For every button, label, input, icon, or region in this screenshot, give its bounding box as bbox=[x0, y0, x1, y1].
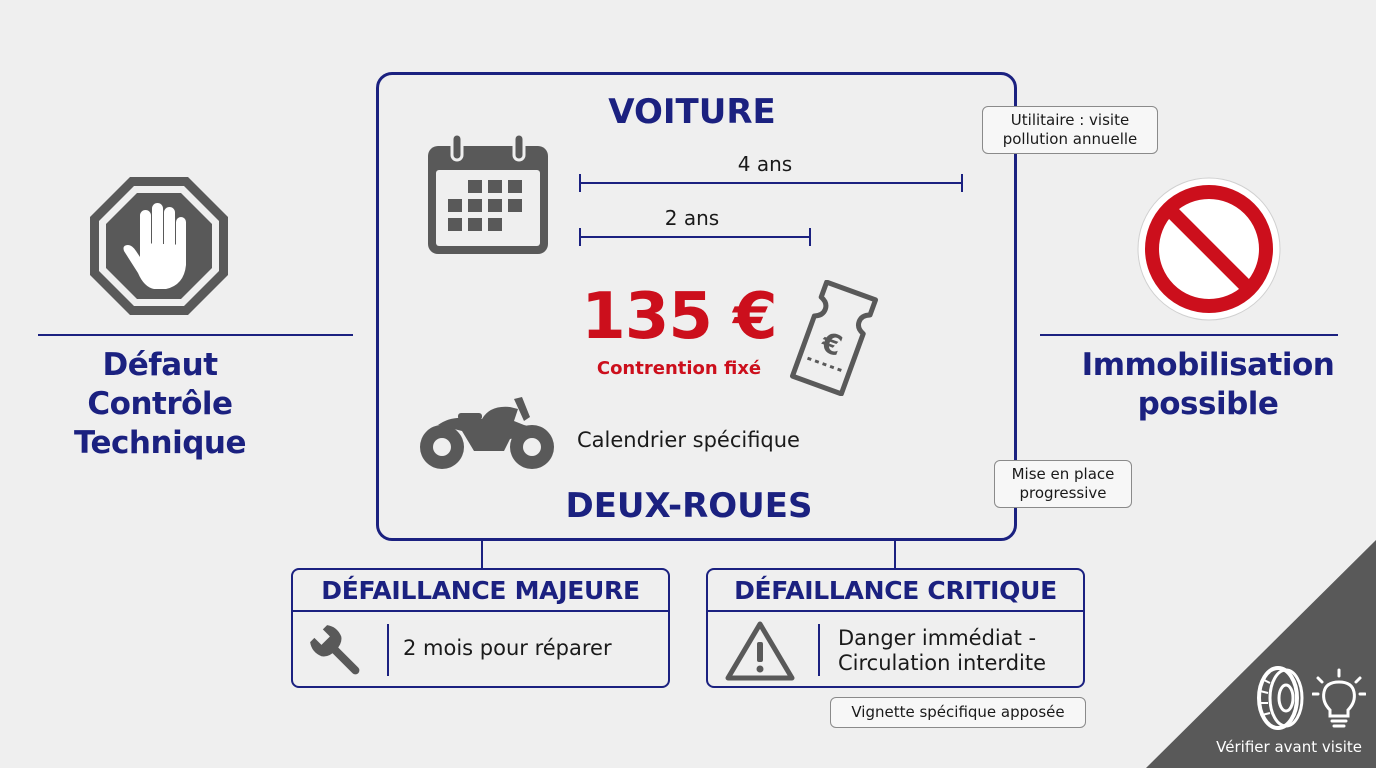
critique-box: DÉFAILLANCE CRITIQUE Danger immédiat - C… bbox=[706, 568, 1085, 688]
majeure-title: DÉFAILLANCE MAJEURE bbox=[293, 570, 668, 612]
left-title-line-2: Contrôle bbox=[87, 386, 233, 422]
note-utilitaire-line-1: Utilitaire : visite bbox=[1010, 111, 1130, 129]
majeure-text: 2 mois pour réparer bbox=[403, 636, 612, 660]
fine-label: Contrention fixé bbox=[596, 358, 762, 379]
note-mise-en-place-line-2: progressive bbox=[1019, 484, 1107, 502]
tire-icon bbox=[1257, 666, 1304, 730]
stop-hand-icon bbox=[90, 177, 228, 315]
right-title-line-1: Immobilisation bbox=[1081, 347, 1335, 383]
note-vignette: Vignette spécifique apposée bbox=[830, 697, 1086, 728]
voiture-title: VOITURE bbox=[608, 92, 776, 132]
note-mise-en-place: Mise en place progressive bbox=[994, 460, 1132, 508]
motorcycle-icon bbox=[420, 397, 554, 469]
fine-amount: 135 € bbox=[581, 280, 777, 354]
note-utilitaire: Utilitaire : visite pollution annuelle bbox=[982, 106, 1158, 154]
svg-text:€: € bbox=[816, 325, 847, 363]
no-entry-icon bbox=[1137, 177, 1281, 321]
majeure-divider bbox=[387, 624, 389, 676]
majeure-connector bbox=[481, 541, 483, 568]
critique-text-line-1: Danger immédiat - bbox=[838, 626, 1037, 650]
timeline-long-label: 4 ans bbox=[737, 152, 793, 176]
right-connector-line bbox=[1040, 334, 1338, 336]
note-mise-en-place-line-1: Mise en place bbox=[1011, 465, 1115, 483]
critique-text-line-2: Circulation interdite bbox=[838, 651, 1047, 675]
timeline-short bbox=[579, 228, 811, 246]
critique-divider bbox=[818, 624, 820, 676]
warning-triangle-icon bbox=[725, 621, 795, 681]
euro-ticket-icon: € bbox=[789, 280, 879, 396]
right-title: Immobilisation possible bbox=[1068, 346, 1348, 424]
lightbulb-icon bbox=[1312, 668, 1366, 728]
right-title-line-2: possible bbox=[1137, 386, 1279, 422]
timeline-short-label: 2 ans bbox=[664, 206, 720, 230]
corner-label: Vérifier avant visite bbox=[1216, 738, 1362, 756]
left-title-line-1: Défaut bbox=[102, 347, 218, 383]
timeline-long bbox=[579, 174, 963, 192]
deux-roues-text: Calendrier spécifique bbox=[577, 428, 800, 452]
note-utilitaire-line-2: pollution annuelle bbox=[1002, 130, 1138, 148]
left-title-line-3: Technique bbox=[74, 425, 246, 461]
wrench-icon bbox=[310, 625, 360, 675]
corner-panel bbox=[1146, 540, 1376, 768]
calendar-icon bbox=[428, 132, 548, 254]
left-title: Défaut Contrôle Technique bbox=[40, 346, 280, 463]
critique-text: Danger immédiat - Circulation interdite bbox=[838, 626, 1046, 676]
deux-roues-title: DEUX-ROUES bbox=[565, 486, 813, 526]
left-connector-line bbox=[38, 334, 353, 336]
critique-title: DÉFAILLANCE CRITIQUE bbox=[708, 570, 1083, 612]
critique-connector bbox=[894, 541, 896, 568]
majeure-box: DÉFAILLANCE MAJEURE 2 mois pour réparer bbox=[291, 568, 670, 688]
